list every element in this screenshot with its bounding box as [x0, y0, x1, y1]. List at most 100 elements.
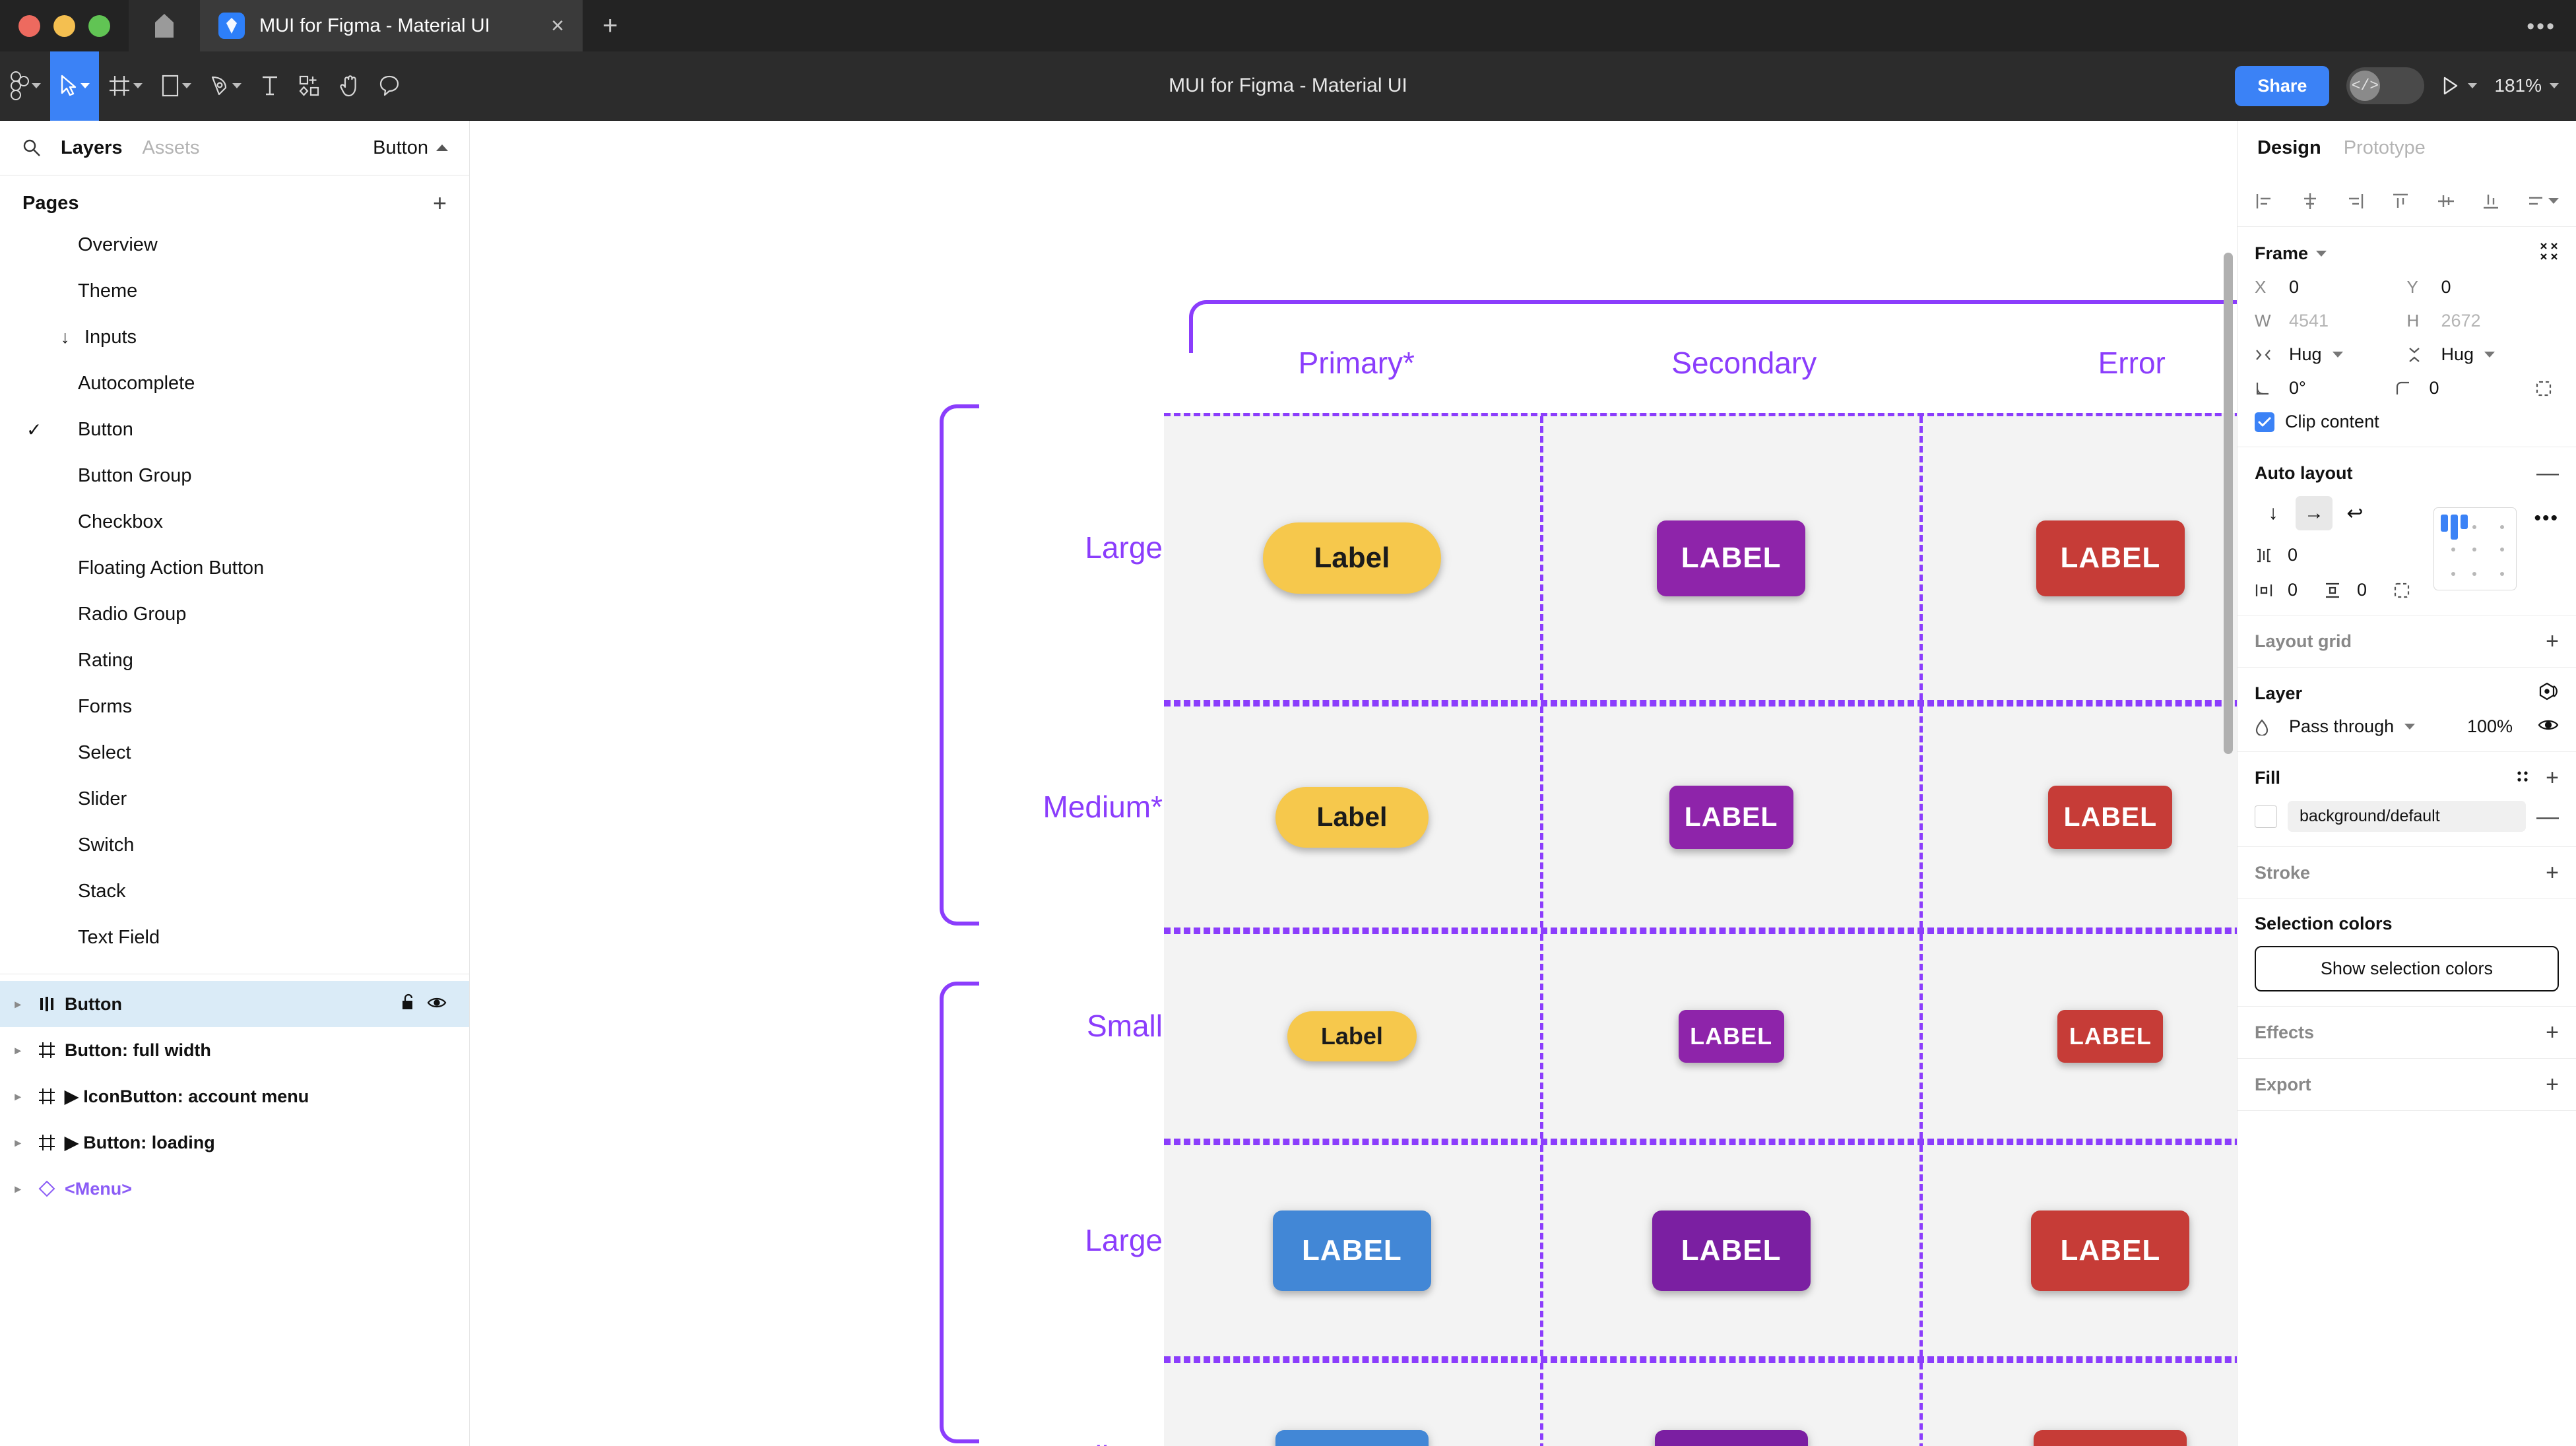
layer-row[interactable]: ▸▶ Button: loading — [0, 1119, 469, 1166]
page-item-theme[interactable]: Theme — [0, 268, 469, 314]
tab-prototype[interactable]: Prototype — [2343, 137, 2426, 158]
browser-menu-icon[interactable]: ••• — [2527, 14, 2556, 39]
frame-x-field[interactable]: X 0 — [2255, 277, 2407, 298]
browser-tab[interactable]: MUI for Figma - Material UI × — [200, 0, 583, 51]
layer-visibility-icon[interactable] — [2538, 718, 2559, 736]
mui-button[interactable]: LABEL — [1654, 1430, 1808, 1446]
mui-button[interactable]: LABEL — [1652, 1210, 1811, 1291]
align-vertical-center-icon[interactable] — [2436, 191, 2456, 211]
page-item-text-field[interactable]: Text Field — [0, 914, 469, 960]
page-item-floating-action-button[interactable]: Floating Action Button — [0, 545, 469, 591]
individual-padding-icon[interactable] — [2393, 582, 2417, 599]
show-selection-colors-button[interactable]: Show selection colors — [2255, 946, 2559, 991]
expand-layer-icon[interactable]: ▸ — [15, 1089, 21, 1103]
independent-corners-icon[interactable] — [2535, 380, 2559, 397]
fill-color-swatch[interactable] — [2255, 805, 2277, 828]
close-window-button[interactable] — [18, 15, 40, 37]
page-item-select[interactable]: Select — [0, 730, 469, 776]
blend-mode-row[interactable]: Pass through 100% — [2255, 716, 2559, 737]
page-item-autocomplete[interactable]: Autocomplete — [0, 360, 469, 406]
frame-height-field[interactable]: H 2672 — [2407, 311, 2560, 331]
page-selector[interactable]: Button — [373, 137, 448, 159]
auto-layout-alignment-grid[interactable] — [2433, 507, 2517, 590]
frame-width-field[interactable]: W 4541 — [2255, 311, 2407, 331]
tab-design[interactable]: Design — [2257, 137, 2321, 158]
present-button[interactable] — [2441, 76, 2478, 96]
layer-row[interactable]: ▸Button: full width — [0, 1027, 469, 1073]
add-stroke-button[interactable]: + — [2546, 860, 2559, 885]
mui-button[interactable]: LABEL — [2057, 1010, 2164, 1063]
new-tab-button[interactable]: + — [602, 11, 618, 40]
page-item-stack[interactable]: Stack — [0, 868, 469, 914]
vertical-resize-field[interactable]: Hug — [2407, 344, 2560, 365]
page-item-radio-group[interactable]: Radio Group — [0, 591, 469, 637]
page-item-slider[interactable]: Slider — [0, 776, 469, 822]
page-item-checkbox[interactable]: Checkbox — [0, 499, 469, 545]
canvas[interactable]: Contained Primary*SecondaryErrorWarning … — [470, 121, 2237, 1446]
horizontal-resize-field[interactable]: Hug — [2255, 344, 2407, 365]
align-right-icon[interactable] — [2345, 191, 2365, 211]
direction-vertical-button[interactable]: ↓ — [2268, 502, 2278, 524]
vertical-padding-field[interactable]: 0 — [2324, 580, 2367, 600]
align-horizontal-center-icon[interactable] — [2300, 191, 2320, 211]
page-item-rating[interactable]: Rating — [0, 637, 469, 683]
direction-wrap-button[interactable]: ↩ — [2346, 502, 2364, 524]
resources-tool-icon[interactable] — [289, 51, 330, 121]
mui-button[interactable]: LABEL — [1678, 1010, 1784, 1063]
distribute-menu-icon[interactable] — [2527, 191, 2559, 211]
move-tool-icon[interactable] — [50, 51, 99, 121]
direction-horizontal-button[interactable]: → — [2296, 496, 2333, 530]
remove-auto-layout-button[interactable]: — — [2536, 460, 2559, 486]
pen-tool-icon[interactable] — [201, 51, 251, 121]
share-button[interactable]: Share — [2235, 65, 2330, 106]
page-item-switch[interactable]: Switch — [0, 822, 469, 868]
expand-layer-icon[interactable]: ▸ — [15, 997, 21, 1011]
clip-content-checkbox[interactable] — [2255, 412, 2274, 432]
clip-content-row[interactable]: Clip content — [2255, 412, 2559, 432]
auto-layout-gap-field[interactable]: 0 — [2255, 545, 2417, 565]
mui-button[interactable]: LABEL — [1275, 1430, 1429, 1446]
expand-layer-icon[interactable]: ▸ — [15, 1181, 21, 1195]
page-item-overview[interactable]: Overview — [0, 222, 469, 268]
mui-button[interactable]: LABEL — [2048, 785, 2173, 849]
dev-mode-toggle[interactable]: </> — [2346, 67, 2425, 104]
layer-row[interactable]: ▸Button — [0, 981, 469, 1027]
hand-tool-icon[interactable] — [330, 51, 370, 121]
figma-menu-icon[interactable] — [0, 51, 50, 121]
frame-tool-icon[interactable] — [99, 51, 152, 121]
zoom-control[interactable]: 181% — [2494, 75, 2559, 96]
frame-y-field[interactable]: Y 0 — [2407, 277, 2560, 298]
expand-layer-icon[interactable]: ▸ — [15, 1043, 21, 1057]
expand-layer-icon[interactable]: ▸ — [15, 1135, 21, 1149]
page-item-forms[interactable]: Forms — [0, 683, 469, 730]
comment-tool-icon[interactable] — [370, 51, 409, 121]
fill-styles-icon[interactable] — [2514, 768, 2531, 788]
align-top-icon[interactable] — [2391, 191, 2410, 211]
tab-assets[interactable]: Assets — [142, 137, 200, 158]
auto-layout-more-button[interactable]: ••• — [2534, 507, 2559, 529]
layer-row[interactable]: ▸<Menu> — [0, 1166, 469, 1212]
mui-button[interactable]: LABEL — [1657, 520, 1806, 596]
horizontal-padding-field[interactable]: 0 — [2255, 580, 2298, 600]
minimize-window-button[interactable] — [53, 15, 75, 37]
text-tool-icon[interactable] — [251, 51, 289, 121]
align-bottom-icon[interactable] — [2481, 191, 2501, 211]
layer-styles-icon[interactable] — [2539, 682, 2559, 705]
collapse-frame-icon[interactable] — [2539, 241, 2559, 265]
mui-button[interactable]: LABEL — [2036, 520, 2185, 596]
layer-row[interactable]: ▸▶ IconButton: account menu — [0, 1073, 469, 1119]
tab-layers[interactable]: Layers — [61, 137, 123, 158]
mui-button[interactable]: Label — [1262, 522, 1441, 594]
add-layout-grid-button[interactable]: + — [2546, 629, 2559, 654]
rotation-field[interactable]: 0° — [2255, 378, 2395, 398]
remove-fill-button[interactable]: — — [2536, 803, 2559, 829]
fill-token-name[interactable]: background/default — [2288, 801, 2526, 832]
home-tab-button[interactable] — [129, 0, 200, 51]
align-left-icon[interactable] — [2255, 191, 2274, 211]
mui-button[interactable]: Label — [1287, 1011, 1417, 1061]
mui-button[interactable]: LABEL — [1272, 1210, 1431, 1291]
search-icon[interactable] — [22, 139, 41, 157]
add-effect-button[interactable]: + — [2546, 1020, 2559, 1045]
add-page-button[interactable]: + — [432, 189, 447, 216]
add-fill-button[interactable]: + — [2546, 765, 2559, 790]
